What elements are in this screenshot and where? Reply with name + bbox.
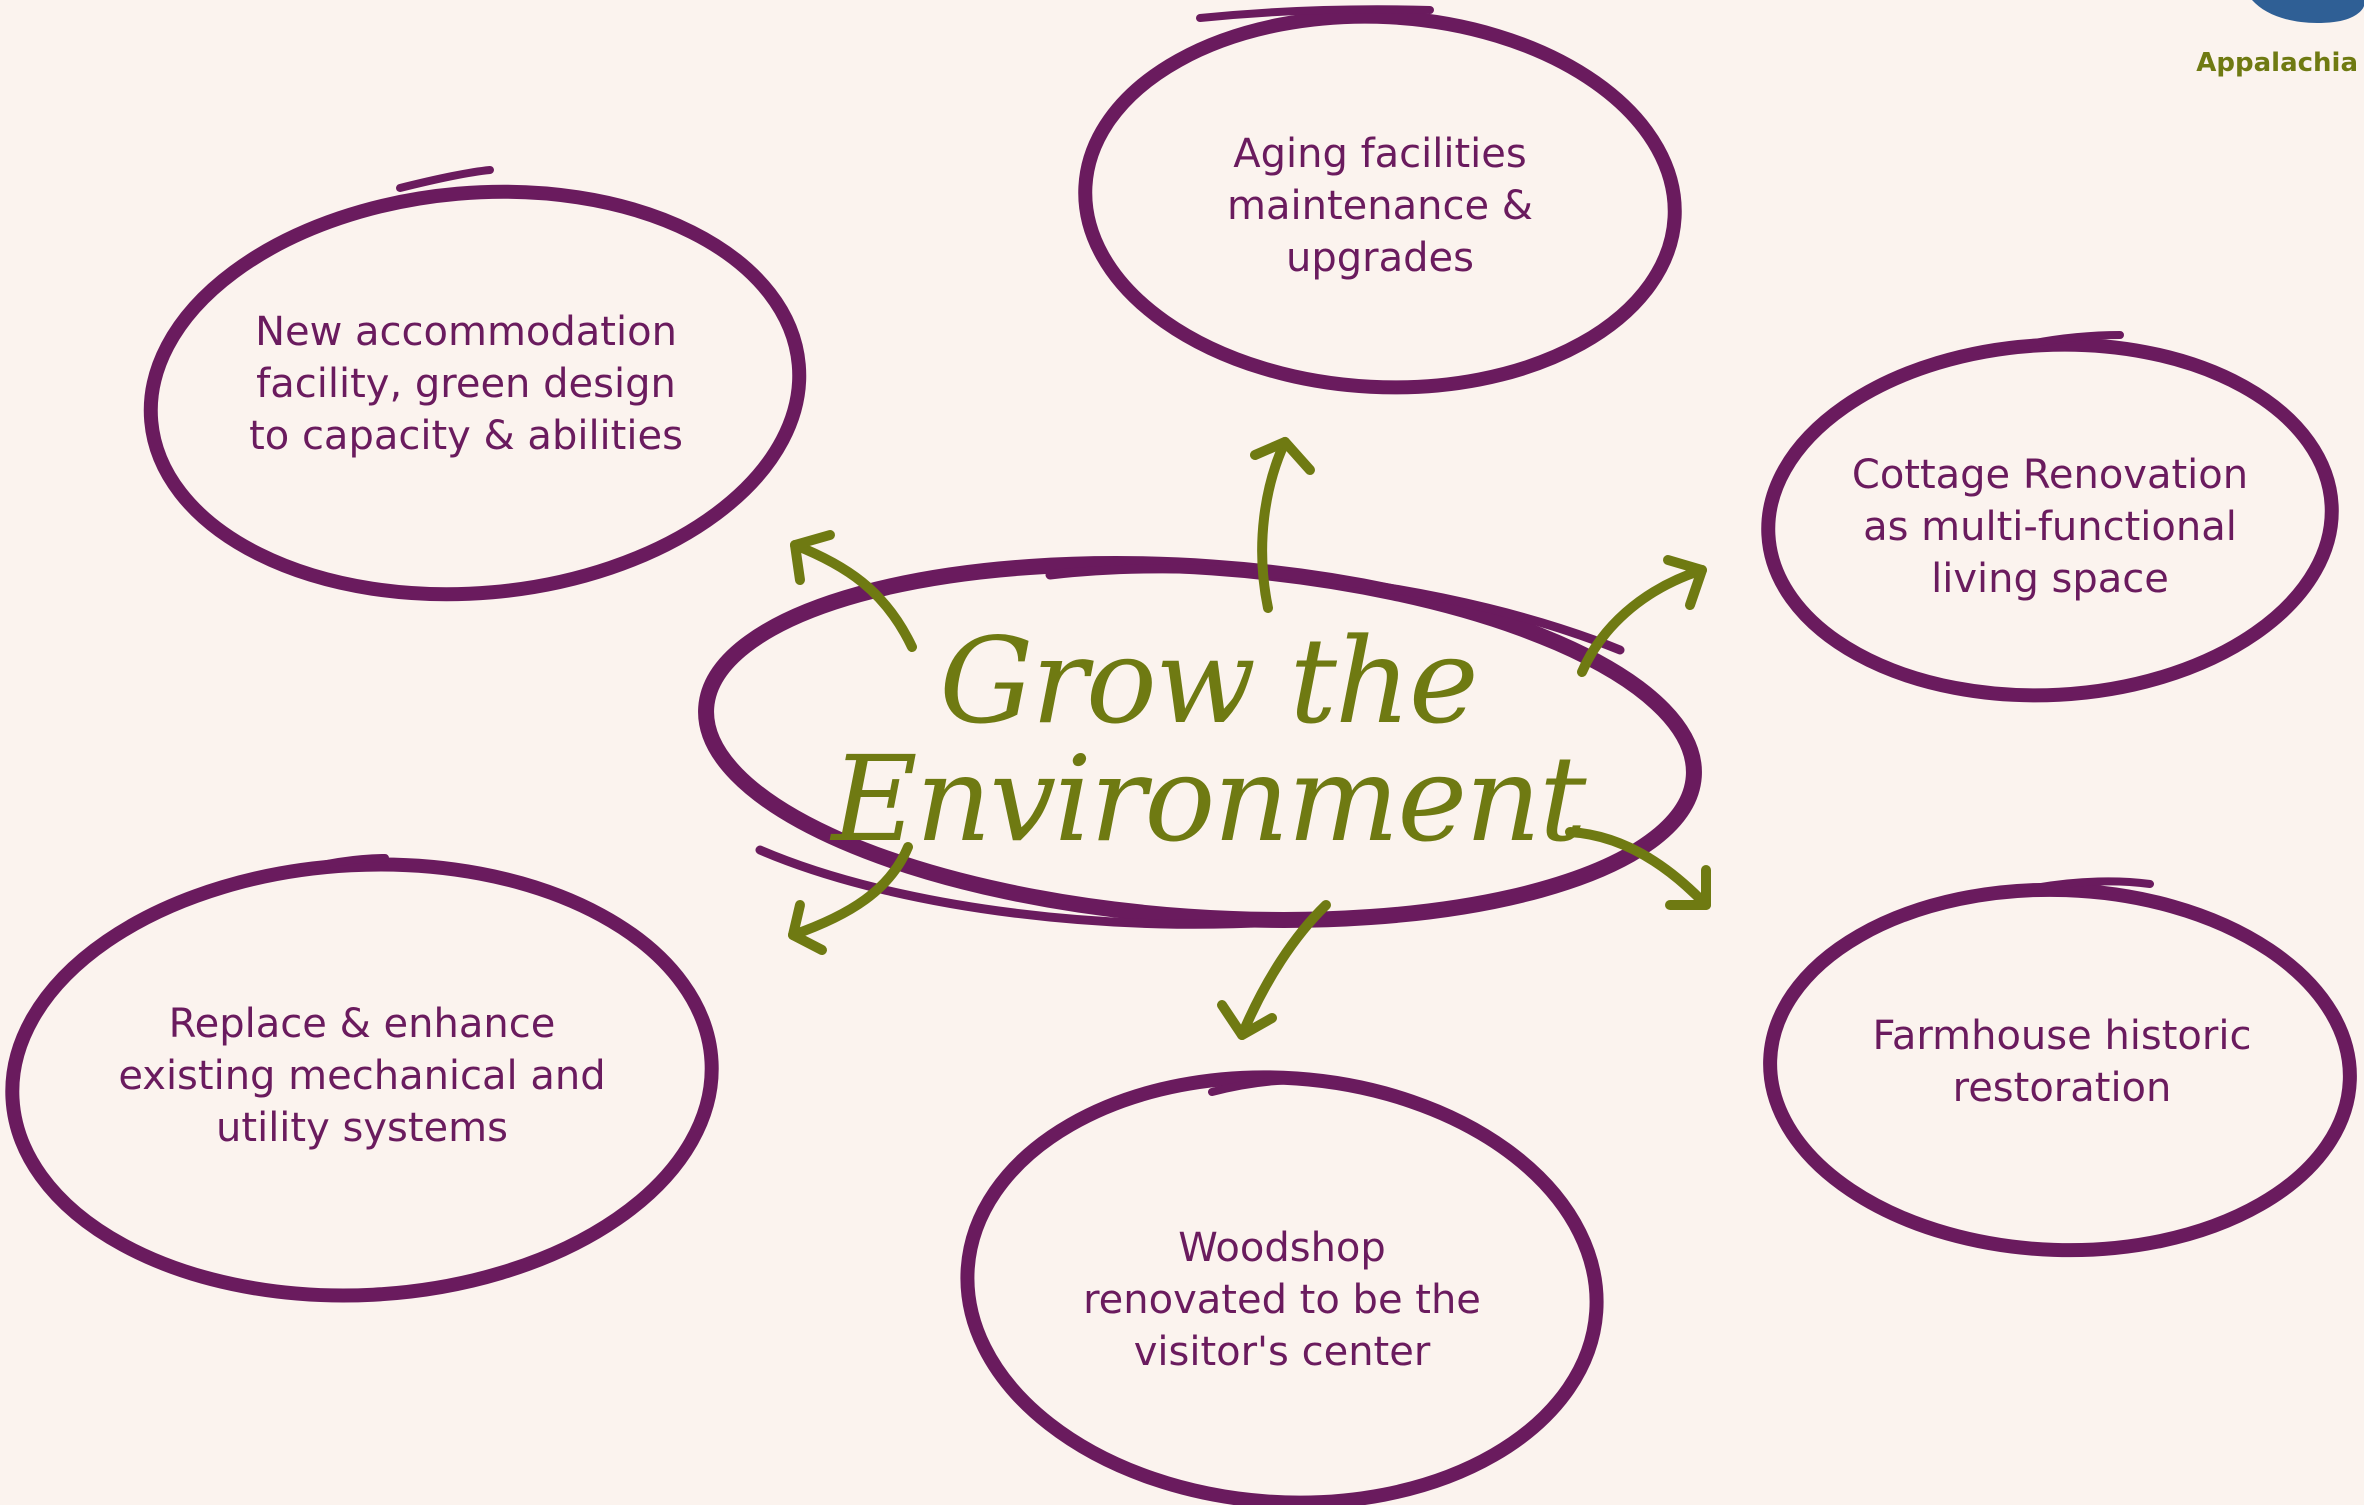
node-line: Farmhouse historic bbox=[1872, 1013, 2252, 1059]
node-line: renovated to be the bbox=[1083, 1277, 1481, 1323]
node-line: New accommodation bbox=[255, 309, 677, 355]
logo-mark bbox=[2252, 0, 2364, 24]
node-line: utility systems bbox=[216, 1105, 508, 1151]
center-ring bbox=[698, 556, 1702, 929]
node-farmhouse: Farmhouse historic restoration bbox=[1873, 1010, 2252, 1114]
node-line: Cottage Renovation bbox=[1851, 452, 2249, 498]
node-new-accommodation: New accommodation facility, green design… bbox=[249, 306, 683, 462]
node-line: Woodshop bbox=[1178, 1225, 1386, 1271]
node-line: visitor's center bbox=[1133, 1329, 1431, 1375]
node-ring-woodshop bbox=[960, 1070, 1604, 1505]
center-title: Grow the Environment bbox=[831, 612, 1586, 868]
node-cottage-renovation: Cottage Renovation as multi-functional l… bbox=[1852, 449, 2248, 605]
arrow-to-new-accommodation bbox=[790, 530, 917, 652]
node-ring-aging-facilities bbox=[1078, 5, 1682, 395]
node-ring-farmhouse bbox=[1763, 877, 2357, 1258]
center-title-line-2: Environment bbox=[831, 730, 1586, 868]
arrow-to-replace-systems bbox=[788, 842, 913, 955]
arrow-to-farmhouse bbox=[1565, 827, 1711, 910]
node-aging-facilities: Aging facilities maintenance & upgrades bbox=[1227, 128, 1533, 284]
node-line: existing mechanical and bbox=[118, 1053, 606, 1099]
node-line: as multi-functional bbox=[1863, 504, 2237, 550]
arrow-to-cottage-renovation bbox=[1577, 555, 1707, 677]
center-title-line-1: Grow the bbox=[939, 612, 1478, 750]
node-ring-cottage-renovation bbox=[1761, 331, 2339, 703]
node-line: Aging facilities bbox=[1233, 131, 1527, 177]
node-line: facility, green design bbox=[256, 361, 676, 407]
node-ring-new-accommodation bbox=[143, 166, 807, 602]
node-replace-systems: Replace & enhance existing mechanical an… bbox=[118, 998, 605, 1154]
node-woodshop: Woodshop renovated to be the visitor's c… bbox=[1083, 1222, 1481, 1378]
node-line: Replace & enhance bbox=[168, 1001, 556, 1047]
arrow-to-woodshop bbox=[1217, 900, 1331, 1040]
node-line: restoration bbox=[1952, 1065, 2172, 1111]
brand-label: Appalachia bbox=[2196, 48, 2358, 78]
node-line: to capacity & abilities bbox=[249, 413, 683, 459]
node-ring-replace-systems bbox=[5, 854, 719, 1303]
node-line: living space bbox=[1931, 556, 2169, 602]
node-line: upgrades bbox=[1286, 235, 1474, 281]
node-line: maintenance & bbox=[1227, 183, 1533, 229]
arrow-to-aging-facilities bbox=[1250, 437, 1315, 613]
